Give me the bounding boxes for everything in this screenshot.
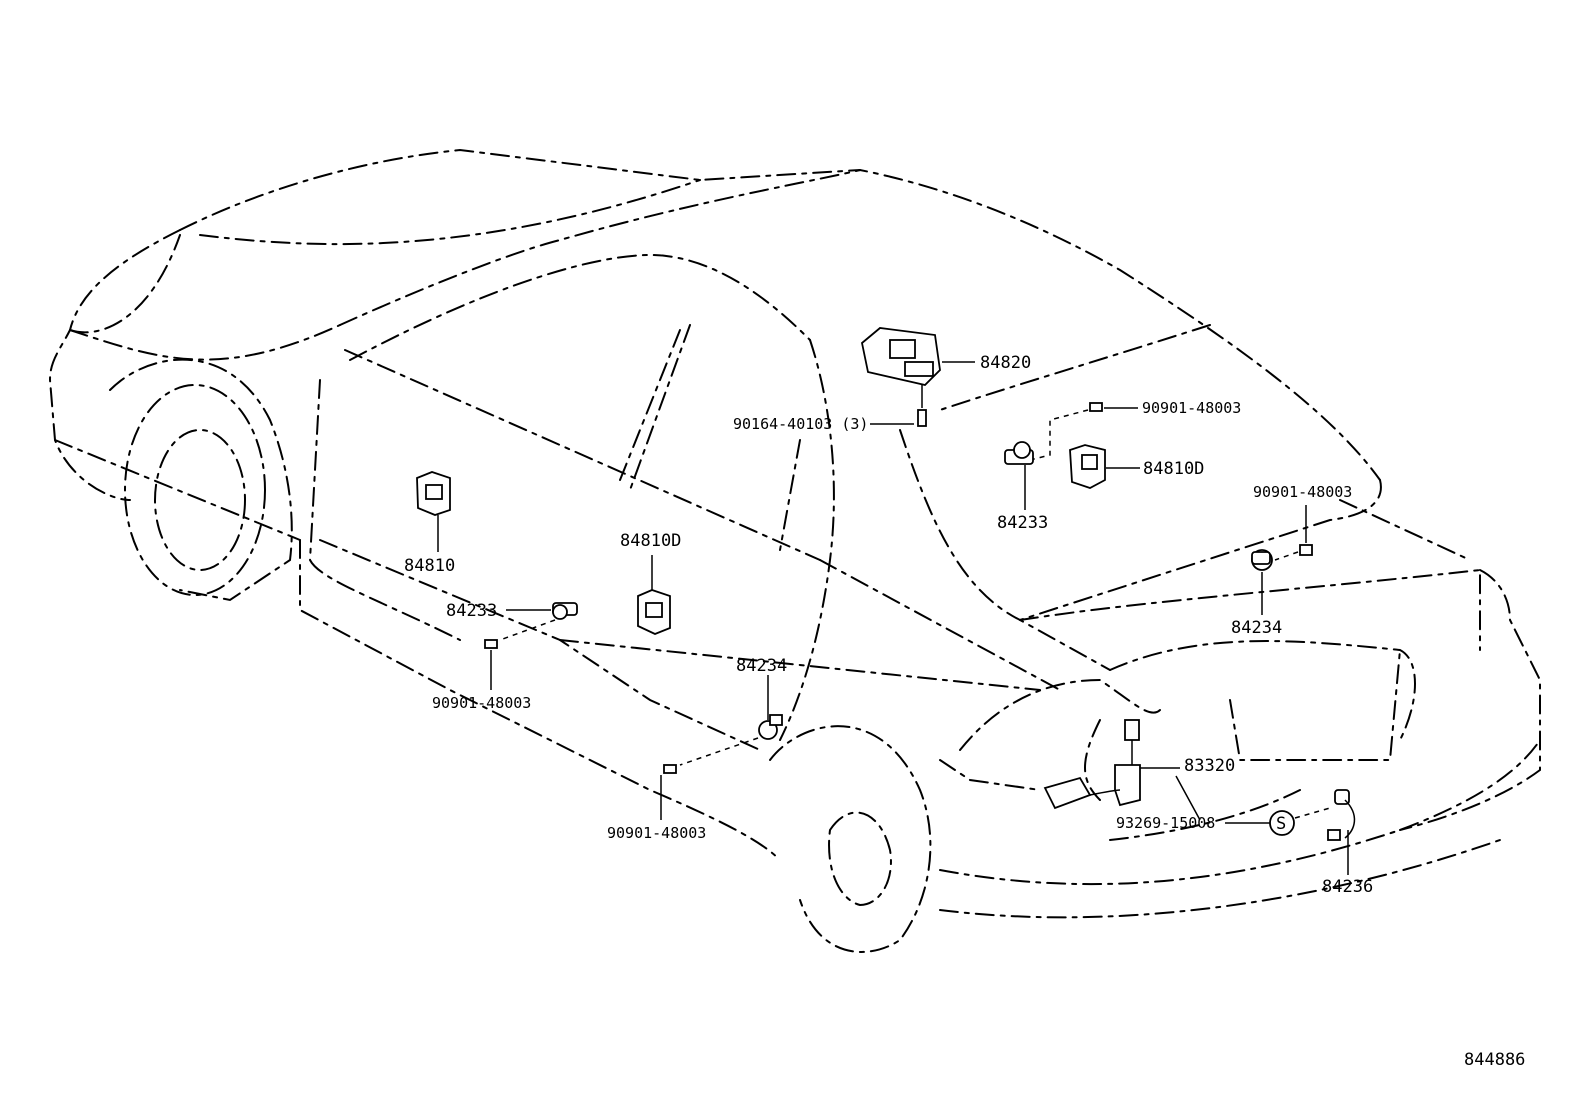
switch-84236 [1327, 789, 1356, 875]
label-90901-48003-right: 90901-48003 [1253, 483, 1352, 501]
courtesy-switch-84233-right [1004, 441, 1034, 510]
fuel-sender-83320 [1043, 719, 1201, 821]
label-84236: 84236 [1322, 877, 1373, 897]
label-84233-left: 84233 [446, 601, 497, 621]
label-s-mark: S [1276, 814, 1286, 834]
screw-90901-left [484, 639, 498, 690]
power-window-switch-84810D-right [1069, 444, 1140, 489]
label-90164-40103: 90164-40103 (3) [733, 415, 868, 433]
figure-id: 844886 [1464, 1050, 1525, 1070]
screw-90901-top [1029, 402, 1138, 461]
car-body [48, 148, 1541, 953]
standard-part-s-mark [1269, 810, 1295, 836]
screw-90901-bottom [660, 764, 677, 820]
lamp-switch-84234-right [1251, 549, 1273, 615]
screw-90164 [870, 385, 927, 427]
label-84810D-center: 84810D [620, 531, 681, 551]
label-90901-48003-bottom: 90901-48003 [607, 824, 706, 842]
label-84234-center: 84234 [736, 656, 787, 676]
screw-90901-right [1274, 505, 1313, 561]
power-window-switch-84810D-center [637, 555, 671, 635]
label-93269-15008: 93269-15008 [1116, 814, 1215, 832]
label-84233-right: 84233 [997, 513, 1048, 533]
label-84810: 84810 [404, 556, 455, 576]
label-90901-48003-top: 90901-48003 [1142, 399, 1241, 417]
master-switch-84820 [861, 327, 975, 386]
power-window-switch-84810 [416, 471, 451, 552]
lamp-switch-84234-center [679, 675, 783, 766]
label-84820: 84820 [980, 353, 1031, 373]
part-93269 [1225, 807, 1331, 836]
courtesy-switch-84233-left [499, 602, 578, 641]
label-84810D-right: 84810D [1143, 459, 1204, 479]
label-84234-right: 84234 [1231, 618, 1282, 638]
label-83320: 83320 [1184, 756, 1235, 776]
label-90901-48003-left: 90901-48003 [432, 694, 531, 712]
